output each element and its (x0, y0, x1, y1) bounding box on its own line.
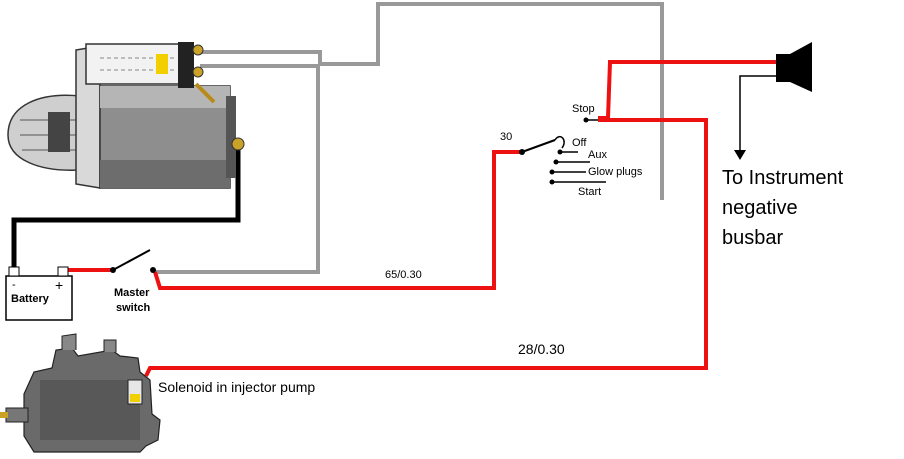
grey-wire-starter-to-ignition (200, 2, 664, 200)
switch-start-label: Start (578, 186, 601, 198)
instrument-label-2: negative (722, 197, 798, 219)
master-switch-label-2: switch (116, 302, 151, 314)
master-switch: Master switch (110, 249, 156, 314)
switch-stop-label: Stop (572, 103, 595, 115)
ignition-switch: 30 Stop Off Aux Glow plugs Start (500, 103, 643, 198)
instrument-label-1: To Instrument (722, 167, 844, 189)
red-wire-65 (153, 150, 520, 290)
grey-wire-starter-to-master (155, 64, 320, 274)
solenoid-label: Solenoid in injector pump (158, 379, 315, 395)
red-wire-28 (144, 118, 708, 377)
horn-icon (776, 42, 812, 92)
black-wires (11, 150, 241, 272)
battery-plus-label: + (55, 277, 63, 293)
wire-65-label: 65/0.30 (385, 269, 422, 281)
horn-negative-wire (739, 75, 776, 150)
switch-glow-label: Glow plugs (588, 166, 643, 178)
battery-minus-label: - (12, 279, 16, 291)
switch-off-label: Off (572, 137, 587, 149)
master-switch-label-1: Master (114, 287, 150, 299)
arrow-down-icon (734, 150, 746, 160)
red-wire-stop-to-horn (598, 60, 778, 120)
terminal-30-label: 30 (500, 131, 512, 143)
battery-body (5, 275, 73, 321)
injector-pump: Solenoid in injector pump (0, 333, 315, 453)
instrument-label-3: busbar (722, 227, 783, 249)
wire-28-label: 28/0.30 (518, 341, 565, 357)
starter-motor (7, 42, 245, 189)
battery-label: Battery (11, 293, 50, 305)
grey-wires (155, 2, 664, 274)
red-wires (66, 60, 778, 377)
battery: - + Battery (5, 266, 73, 321)
switch-aux-label: Aux (588, 149, 607, 161)
master-switch-blade (112, 249, 151, 271)
black-wire-battery-negative (11, 150, 241, 272)
